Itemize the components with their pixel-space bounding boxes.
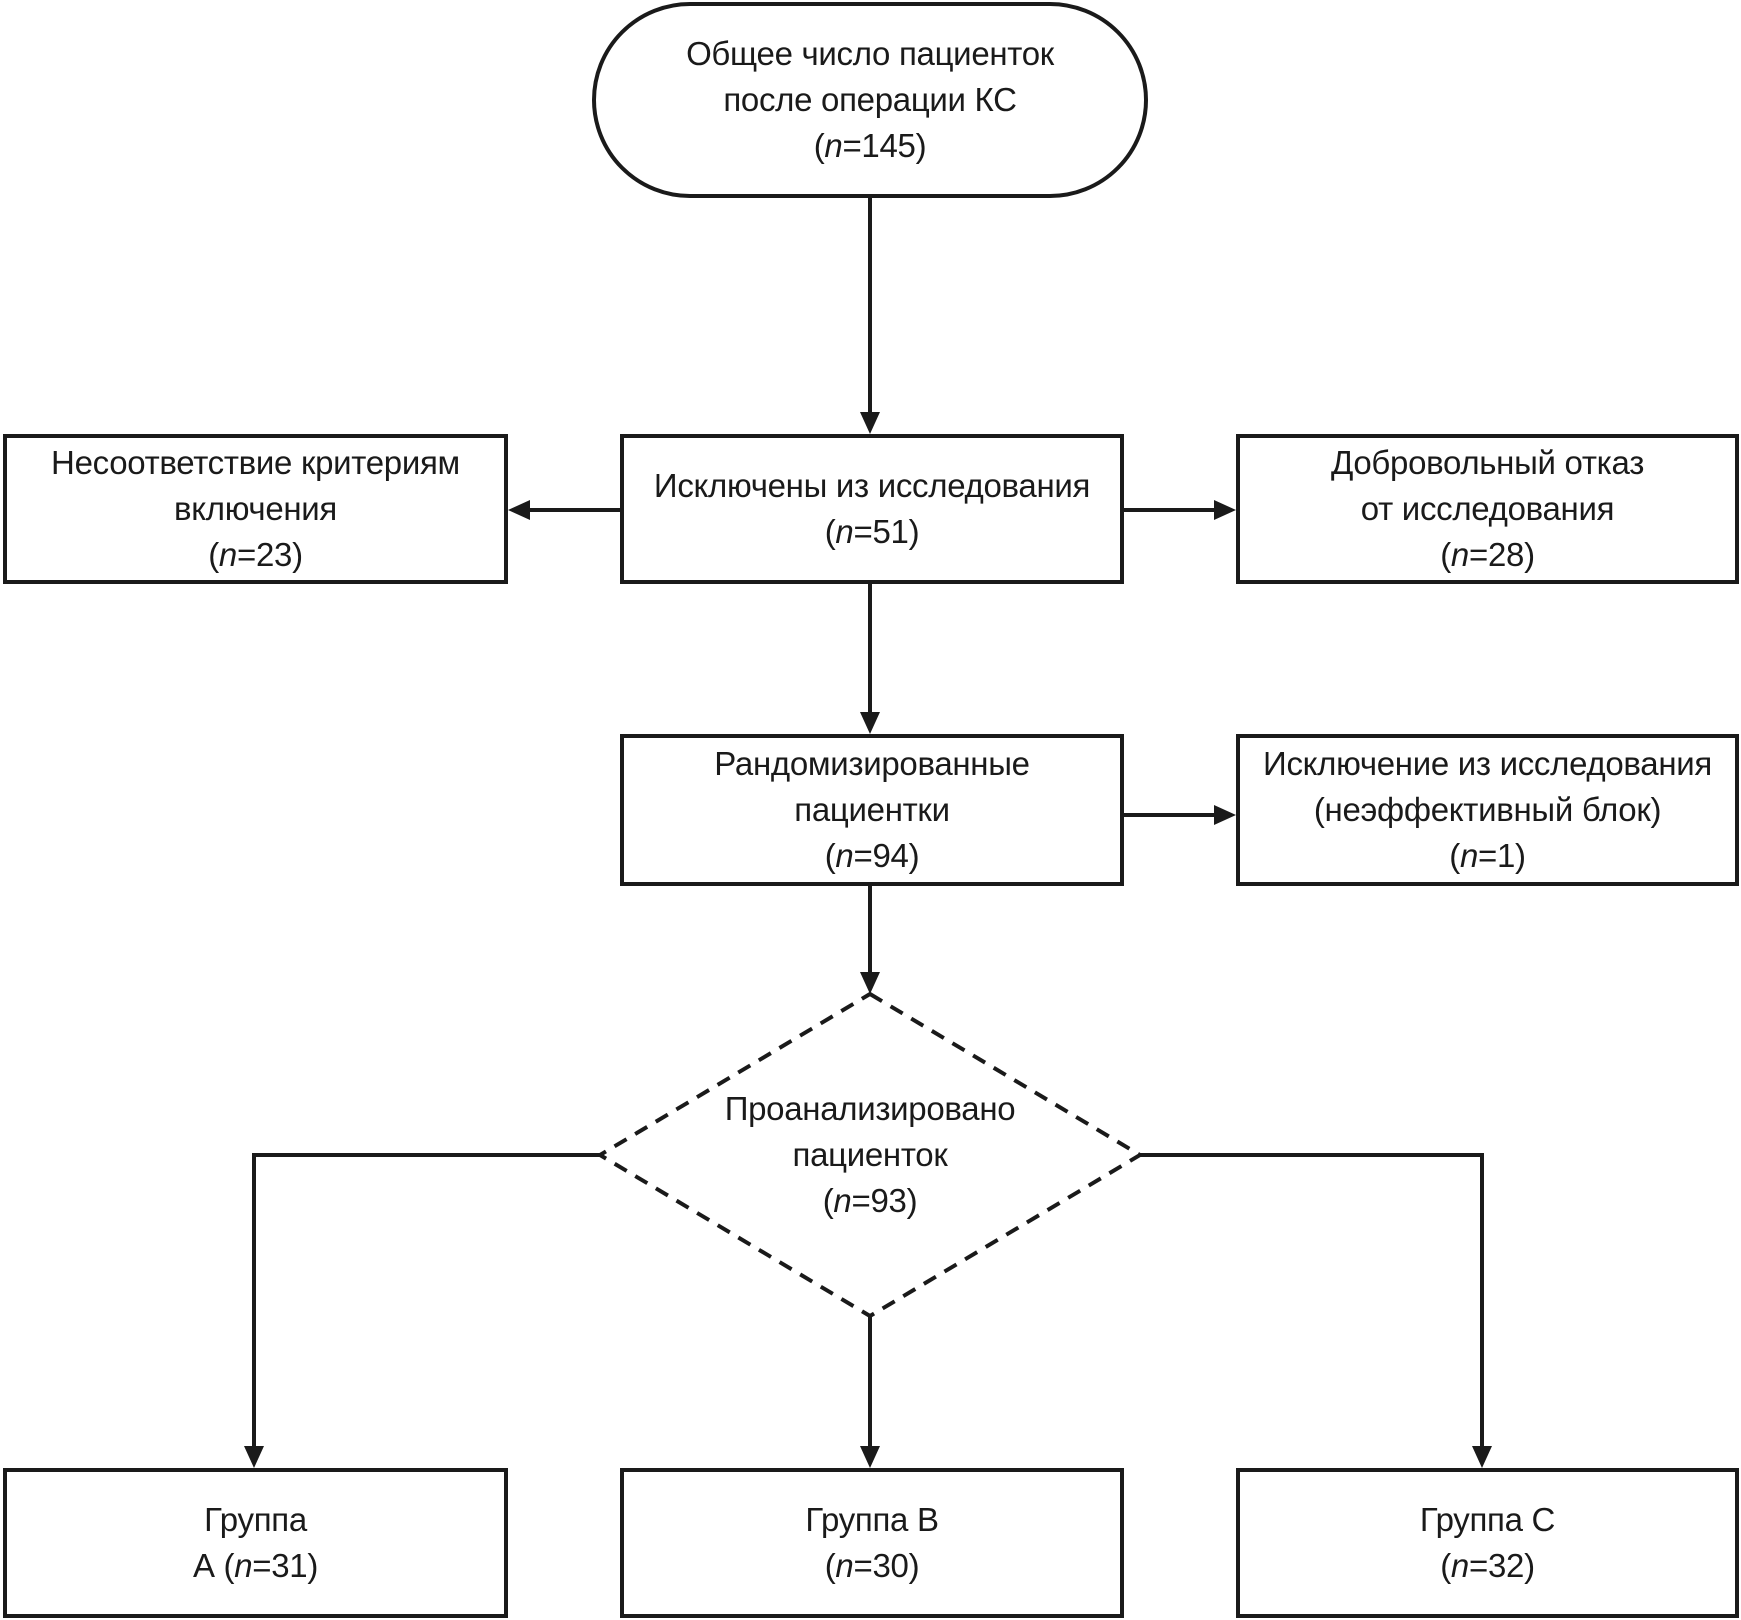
node-refusal-count: (n=28)	[1440, 536, 1535, 573]
n-value: =93	[851, 1182, 907, 1219]
node-refusal-line2: от исследования	[1360, 490, 1615, 527]
arrowhead-analyzed	[860, 972, 880, 994]
arrowhead-group-a	[244, 1446, 264, 1468]
node-group-b-count: (n=30)	[824, 1547, 920, 1584]
node-mismatch-count: (n=23)	[208, 536, 303, 573]
arrowhead-randomized	[860, 712, 880, 734]
n-value: =1	[1478, 837, 1516, 874]
arrow-analyzed-to-group-a	[252, 1153, 600, 1452]
node-group-a: Группа А (n=31)	[3, 1468, 508, 1618]
n-value: =51	[853, 513, 909, 550]
n-value: =23	[236, 536, 293, 573]
node-excluded: Исключены из исследования (n=51)	[620, 434, 1124, 584]
node-mismatch-line1: Несоответствие критериям	[51, 444, 460, 481]
n-variable: n	[218, 536, 237, 573]
n-value: =32	[1468, 1547, 1525, 1584]
node-group-c-line1: Группа С	[1419, 1501, 1556, 1538]
node-ineffective-count: (n=1)	[1449, 837, 1526, 874]
node-group-b: Группа В (n=30)	[620, 1468, 1124, 1618]
arrowhead-ineffective	[1214, 805, 1236, 825]
n-variable: n	[835, 513, 854, 550]
n-variable: n	[833, 1182, 852, 1219]
node-analyzed-line1: Проанализировано	[724, 1090, 1016, 1127]
arrowhead-group-b	[860, 1446, 880, 1468]
node-ineffective-line1: Исключение из исследования	[1263, 745, 1712, 782]
arrowhead-group-c	[1472, 1446, 1492, 1468]
node-group-a-line1: Группа	[204, 1501, 307, 1538]
n-variable: n	[835, 1547, 854, 1584]
node-mismatch-line2: включения	[174, 490, 337, 527]
n-value: =145	[842, 127, 916, 164]
node-ineffective-block: Исключение из исследования (неэффективны…	[1236, 734, 1739, 886]
n-variable: n	[1459, 837, 1479, 874]
node-total-patients: Общее число пациенток после операции КС …	[592, 2, 1148, 198]
node-analyzed: Проанализировано пациенток (n=93)	[680, 1080, 1060, 1230]
node-total-line2: после операции КС	[723, 81, 1017, 118]
node-group-a-count: А (n=31)	[193, 1543, 318, 1589]
n-variable: n	[1450, 1547, 1469, 1584]
node-excluded-count: (n=51)	[824, 513, 920, 550]
n-variable: n	[234, 1547, 253, 1584]
node-group-c: Группа С (n=32)	[1236, 1468, 1739, 1618]
node-refusal-line1: Добровольный отказ	[1330, 444, 1645, 481]
node-analyzed-count: (n=93)	[822, 1182, 918, 1219]
node-randomized-line2: пациентки	[794, 791, 950, 828]
n-variable: n	[824, 127, 843, 164]
n-variable: n	[1450, 536, 1469, 573]
node-total-count: (n=145)	[813, 127, 927, 164]
node-ineffective-line2: (неэффективный блок)	[1313, 791, 1662, 828]
node-mismatch-criteria: Несоответствие критериям включения (n=23…	[3, 434, 508, 584]
group-a-prefix: А (	[192, 1547, 235, 1584]
node-randomized: Рандомизированные пациентки (n=94)	[620, 734, 1124, 886]
n-value: =94	[853, 837, 909, 874]
n-value: =28	[1468, 536, 1525, 573]
node-analyzed-line2: пациенток	[792, 1136, 948, 1173]
arrowhead-excluded	[860, 412, 880, 434]
arrow-analyzed-to-group-c	[1140, 1153, 1484, 1452]
node-total-line1: Общее число пациенток	[686, 35, 1054, 72]
node-excluded-line1: Исключены из исследования	[653, 467, 1091, 504]
node-group-b-line1: Группа В	[805, 1501, 939, 1538]
n-variable: n	[835, 837, 854, 874]
n-value: =31)	[252, 1547, 319, 1584]
node-voluntary-refusal: Добровольный отказ от исследования (n=28…	[1236, 434, 1739, 584]
node-group-c-count: (n=32)	[1440, 1547, 1535, 1584]
node-randomized-line1: Рандомизированные	[714, 745, 1030, 782]
arrowhead-refusal	[1214, 500, 1236, 520]
node-randomized-count: (n=94)	[824, 837, 920, 874]
n-value: =30	[853, 1547, 909, 1584]
arrowhead-mismatch	[508, 500, 530, 520]
